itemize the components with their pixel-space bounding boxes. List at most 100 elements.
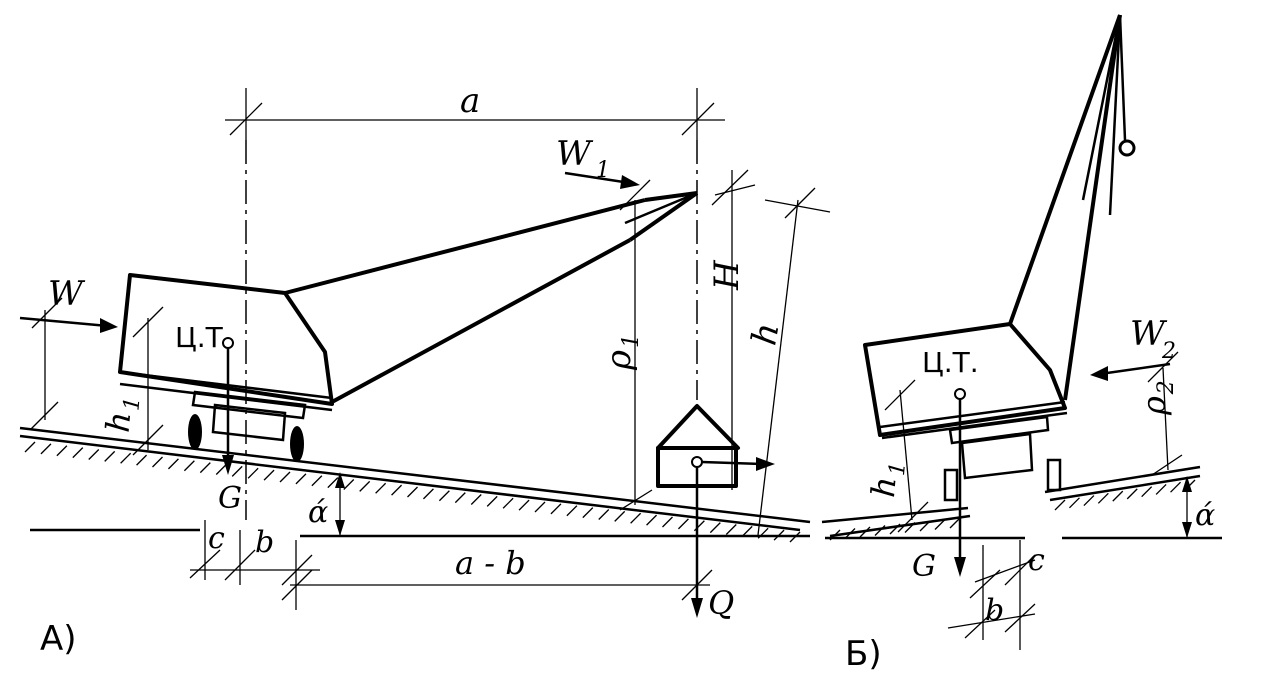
tick-w1 (619, 179, 651, 211)
hatch-mark (741, 525, 753, 537)
hatch-mark (709, 522, 721, 534)
label-alpha-left: ά (308, 495, 328, 530)
crane-cabin-left (118, 273, 334, 462)
dimension-h1-left (29, 306, 164, 456)
wheel-right (290, 426, 304, 462)
hatch-mark (1054, 499, 1066, 511)
center-of-gravity-left (222, 337, 234, 349)
gravity-force-g-left (222, 348, 234, 475)
wind-force-w1 (564, 171, 640, 189)
hatch-mark (829, 529, 841, 541)
angle-alpha-right (1182, 476, 1192, 538)
hatch-mark (598, 509, 610, 520)
label-w2: W (1130, 314, 1168, 354)
dimension-H (711, 169, 756, 490)
hatch-mark (566, 505, 578, 517)
hatch-mark (359, 480, 371, 492)
crane-boom-right (1008, 14, 1136, 401)
hatch-mark (311, 475, 323, 487)
hatch-mark (1112, 490, 1124, 502)
hatch-mark (24, 441, 36, 453)
label-c-right: c (1028, 543, 1045, 578)
hatch-mark (183, 460, 195, 472)
label-alpha-right: ά (1195, 498, 1215, 533)
hatch-mark (646, 514, 658, 526)
label-h1-left-subscript: 1 (119, 396, 145, 412)
hatch-mark (859, 526, 871, 538)
inclined-rail (19, 426, 811, 532)
hatch-mark (263, 469, 275, 481)
ground-hatching-left (24, 441, 801, 543)
rail-right-panel (821, 465, 1222, 540)
label-ct-right: Ц.Т. (922, 346, 979, 379)
hatch-mark (454, 492, 466, 504)
label-c-left: c (208, 521, 225, 556)
label-h1-right-subscript: 1 (885, 461, 911, 477)
hatch-mark (518, 499, 530, 511)
label-rho1-subscript: 1 (619, 334, 644, 348)
hatch-mark (470, 494, 482, 505)
hatch-mark (949, 517, 961, 529)
hatch-mark (120, 452, 132, 464)
hatch-mark (422, 488, 434, 500)
hatch-mark (247, 467, 259, 479)
hatch-mark (904, 522, 916, 533)
hatch-mark (136, 454, 148, 466)
label-g-left: G (218, 481, 242, 516)
dimension-c-b-right (947, 540, 1036, 650)
hatch-mark (56, 445, 68, 457)
label-w2-sub: 2 (1161, 339, 1176, 364)
load-block (656, 404, 775, 488)
hatch-mark (1155, 483, 1167, 495)
hatch-mark (1068, 497, 1080, 509)
hatch-mark (889, 523, 901, 535)
hatch-mark (375, 482, 387, 494)
hatch-mark (40, 443, 52, 455)
wind-force-w2 (1090, 362, 1171, 381)
hatch-mark (614, 510, 626, 522)
label-b-left: b (255, 525, 274, 560)
hatch-mark (1141, 486, 1153, 498)
hatch-mark (104, 450, 116, 462)
hatch-mark (534, 501, 546, 513)
label-rho2-subscript: 2 (1154, 380, 1179, 395)
hatch-mark (844, 528, 856, 539)
label-ct-left: Ц.Т. (175, 321, 232, 354)
hatch-mark (295, 473, 307, 485)
tick-w (31, 297, 63, 329)
hatch-mark (582, 507, 594, 519)
center-of-gravity-right (954, 388, 966, 400)
hatch-mark (391, 484, 403, 496)
panel-b: Ц.Т. G W 2 ρ2 ά (821, 14, 1222, 674)
hatch-mark (438, 490, 450, 502)
hatch-mark (874, 525, 886, 536)
hatch-mark (152, 456, 163, 468)
label-rho2: ρ2 (1135, 380, 1179, 416)
label-w1-sub: 1 (596, 158, 610, 183)
label-H: H (707, 259, 747, 291)
label-h: h (744, 320, 787, 349)
hatch-mark (630, 512, 642, 524)
hatch-mark (88, 449, 100, 460)
panel-label-b: Б) (845, 634, 882, 674)
hatch-mark (231, 465, 243, 477)
gravity-force-g-right (954, 399, 966, 577)
hatch-mark (343, 479, 355, 490)
dimension-a-minus-b (281, 540, 713, 610)
wheel-left (188, 414, 202, 450)
dimension-rho1 (619, 200, 653, 511)
hatch-mark (677, 518, 689, 530)
hatch-mark (407, 486, 418, 498)
panel-label-a: А) (40, 619, 77, 659)
hatch-mark (1170, 481, 1182, 493)
hatch-mark (1083, 495, 1095, 507)
wind-force-w (19, 316, 118, 333)
label-a-minus-b: a - b (455, 544, 526, 582)
label-q: Q (708, 584, 734, 622)
label-w1: W (556, 134, 594, 174)
dimension-h1-right (884, 379, 929, 533)
crane-boom-left (284, 191, 699, 404)
hatch-mark (934, 519, 946, 530)
